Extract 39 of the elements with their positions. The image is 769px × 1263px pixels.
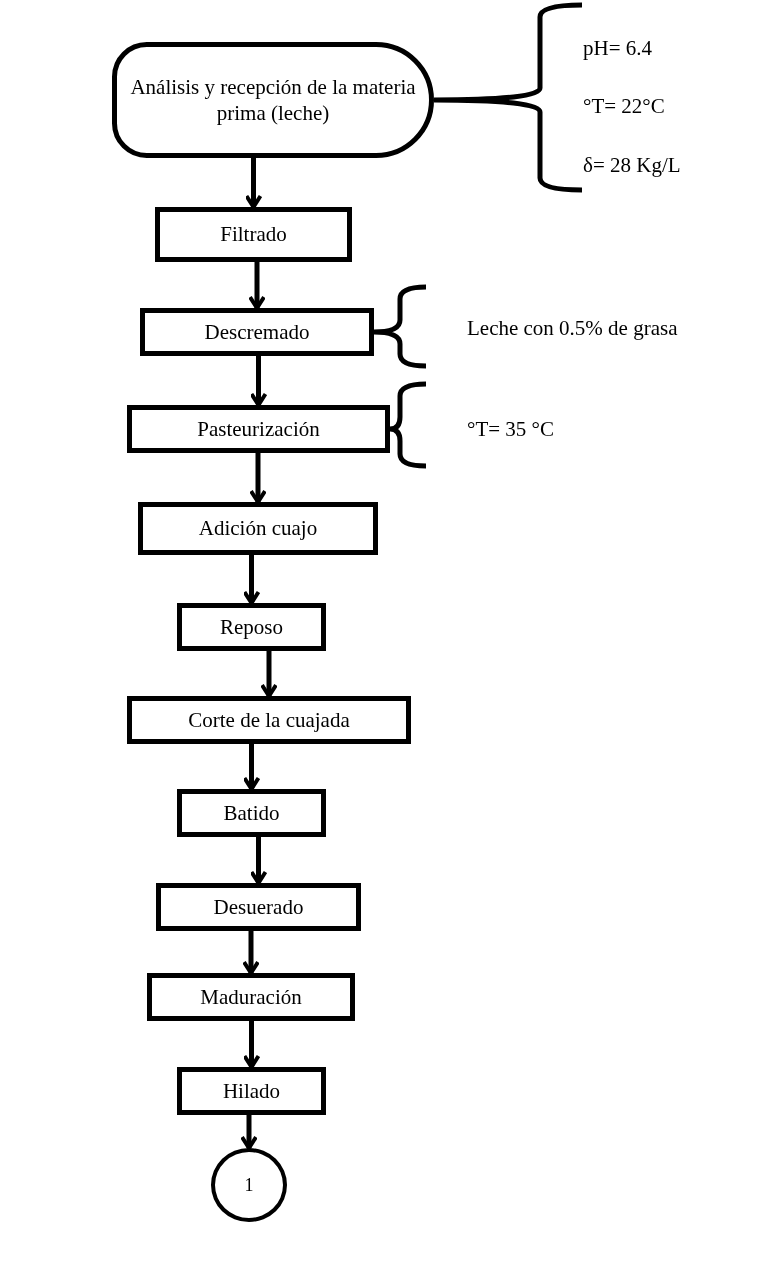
step-label: Filtrado bbox=[219, 221, 288, 248]
step-label: Descremado bbox=[203, 318, 311, 346]
arrow bbox=[249, 356, 268, 407]
arrow bbox=[244, 158, 263, 209]
arrow bbox=[240, 1115, 258, 1150]
arrow bbox=[260, 651, 278, 698]
step-label: Corte de la cuajada bbox=[187, 706, 351, 734]
process-box bbox=[127, 696, 411, 744]
arrow bbox=[248, 262, 266, 310]
process-box bbox=[155, 207, 352, 262]
parameter-note: °T= 22°C bbox=[583, 94, 665, 119]
process-box bbox=[177, 603, 326, 651]
process-box bbox=[156, 883, 361, 931]
process-box bbox=[138, 502, 378, 555]
process-box bbox=[140, 308, 374, 356]
arrow bbox=[249, 837, 268, 885]
step-label: Desuerado bbox=[212, 893, 305, 921]
process-box bbox=[147, 973, 355, 1021]
parameter-note: δ= 28 Kg/L bbox=[583, 153, 681, 178]
parameter-note: °T= 35 °C bbox=[467, 417, 554, 442]
arrow bbox=[242, 931, 260, 975]
step-label: Reposo bbox=[219, 613, 284, 641]
step-label: Análisis y recepción de la materia prima (leche) bbox=[129, 73, 417, 127]
step-label: 1 bbox=[243, 1173, 255, 1197]
step-label: Adición cuajo bbox=[197, 515, 319, 542]
parameter-note: pH= 6.4 bbox=[583, 36, 652, 61]
arrow bbox=[242, 555, 261, 605]
arrow bbox=[249, 453, 267, 504]
process-box bbox=[177, 789, 326, 837]
process-box bbox=[177, 1067, 326, 1115]
start-terminal bbox=[112, 42, 434, 158]
step-label: Hilado bbox=[221, 1077, 282, 1105]
step-label: Batido bbox=[222, 799, 281, 827]
arrow bbox=[242, 744, 261, 791]
process-box bbox=[127, 405, 390, 453]
arrow bbox=[242, 1021, 261, 1069]
parameter-note: Leche con 0.5% de grasa bbox=[467, 316, 678, 341]
step-label: Pasteurización bbox=[196, 415, 321, 443]
step-label: Maduración bbox=[199, 983, 303, 1011]
